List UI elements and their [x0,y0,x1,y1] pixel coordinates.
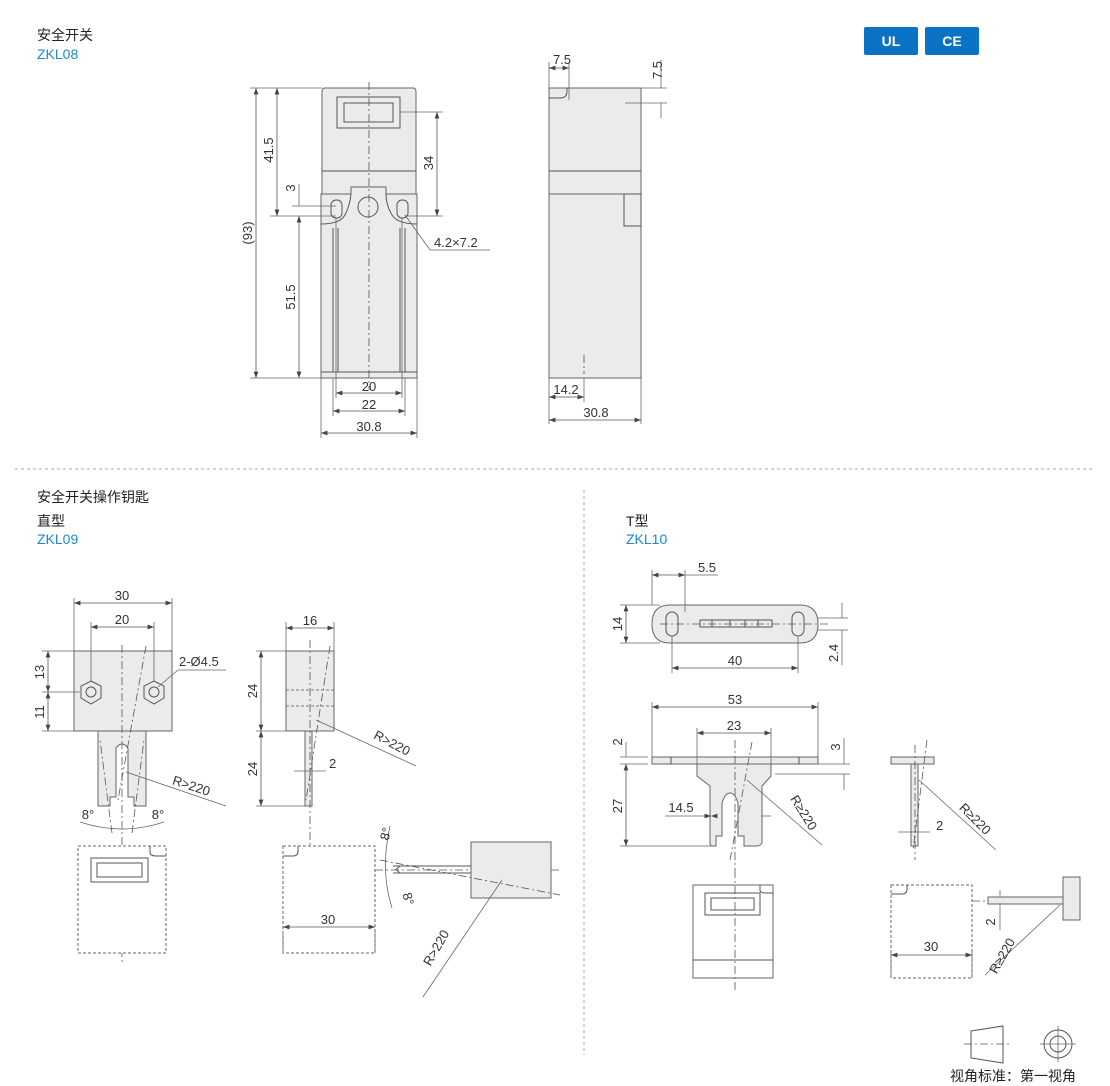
keys-title: 安全开关操作钥匙 [37,489,149,505]
dim-upper: 41.5 [261,137,276,162]
dim-lower: 51.5 [283,284,298,309]
dim-inner: 20 [362,379,376,394]
dim-hole-spacing: 20 [115,612,129,627]
straight-type-label: 直型 [37,513,65,529]
dim-height: 14 [610,617,625,631]
dim-key-width: 30 [115,588,129,603]
switch-model: ZKL08 [37,46,79,62]
dim-key-lower: 11 [32,705,47,719]
dim-side-width: 30.8 [583,405,608,420]
first-angle-projection-icon [964,1025,1076,1064]
t-key-front-view [620,702,850,990]
dim-side-blade: 2 [936,818,943,833]
dim-key-blade: 2 [983,918,998,925]
dim-top-h: 7.5 [553,52,571,67]
view-standard-legend: 视角标准：第一视角 [950,1068,1076,1084]
ce-badge: CE [925,27,979,55]
dim-radius: R>220 [171,773,212,799]
dim-t-body-width: 30 [924,939,938,954]
dim-body-width: 30 [321,912,335,927]
dim-angle-right: 8° [152,807,164,822]
ul-badge: UL [864,27,918,55]
t-key-top-view [620,570,848,673]
dim-side-upper: 24 [245,684,260,698]
dim-t-radius: R≥220 [787,792,820,832]
dim-angle-left: 8° [82,807,94,822]
dim-outer: 22 [362,397,376,412]
dim-step: 3 [828,743,843,750]
dim-window: 34 [421,156,436,170]
dim-holes: 2-Ø4.5 [179,654,219,669]
dim-block: 23 [727,718,741,733]
dim-length: 53 [728,692,742,707]
dim-slot: 4.2×7.2 [434,235,478,250]
straight-model: ZKL09 [37,531,79,547]
straight-key-front-view [42,598,227,965]
t-type-model: ZKL10 [626,531,668,547]
dim-spacing: 40 [728,653,742,668]
dim-angle-bottom: 8° [399,891,417,907]
dim-offset: 14.2 [553,382,578,397]
t-type-label: T型 [626,513,649,529]
dim-side-radius: R>220 [372,727,413,758]
dim-angle-top: 8° [377,826,395,842]
dim-slot-offset: 3 [283,184,298,191]
dim-plate: 2 [610,738,625,745]
dim-top-v: 7.5 [650,61,665,79]
dim-width: 30.8 [356,419,381,434]
dim-key-upper: 13 [32,665,47,679]
switch-title: 安全开关 [37,27,93,43]
dim-blade: 2 [329,756,336,771]
dim-side-width: 16 [303,613,317,628]
dim-t-key-radius: R≥220 [986,935,1018,976]
switch-side-view [548,60,667,424]
dim-slot-width: 14.5 [668,800,693,815]
straight-key-side-view [256,622,561,998]
switch-front-view [250,82,490,438]
t-key-side-view [890,739,1081,979]
dim-side-lower: 24 [245,762,260,776]
dim-overall: (93) [240,221,255,244]
dim-key-radius: R>220 [420,927,452,968]
dim-edge: 5.5 [698,560,716,575]
dim-stem: 27 [610,799,625,813]
dim-thickness: 2.4 [826,644,841,662]
